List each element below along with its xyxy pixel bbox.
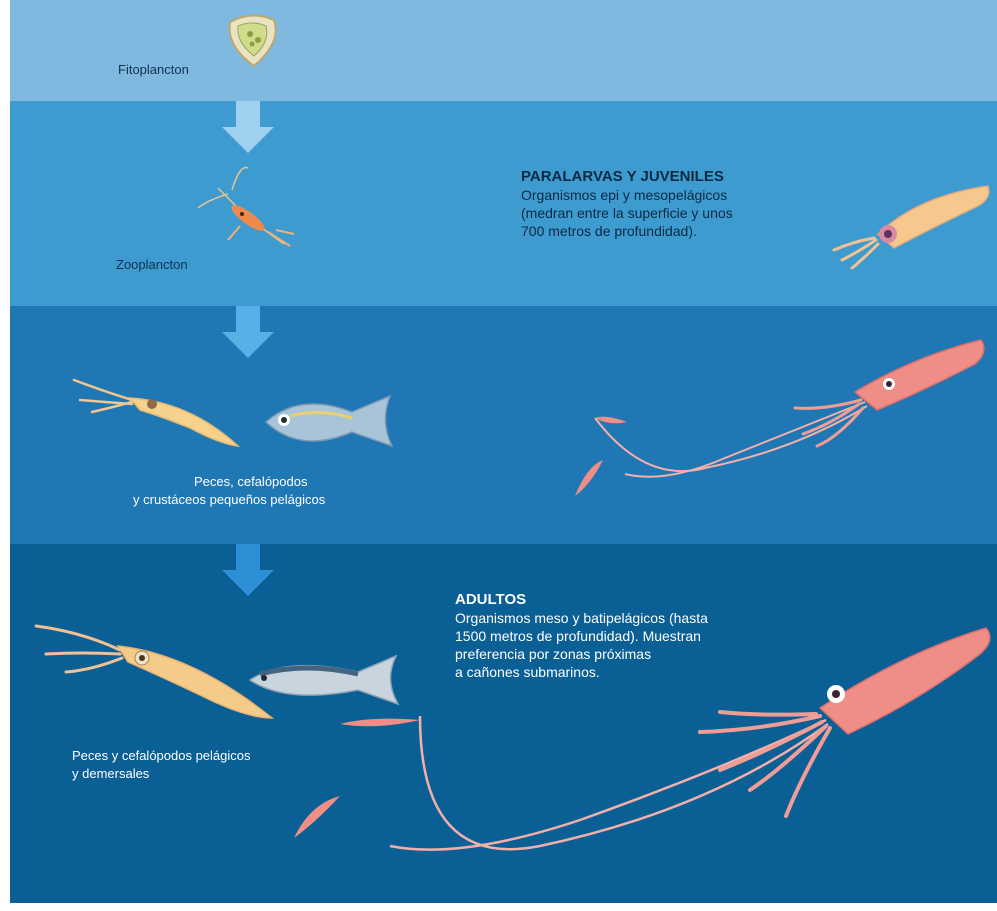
zooplankton-illustration	[188, 160, 308, 260]
arrow-down-icon	[222, 306, 274, 362]
arrow-down-icon	[222, 544, 274, 600]
small-pelagic-label-line-2: y crustáceos pequeños pelágicos	[133, 491, 325, 508]
adultos-title: ADULTOS	[455, 590, 526, 609]
small-squid-illustration	[70, 372, 250, 452]
juvenile-squid-illustration	[828, 182, 996, 272]
food-chain-diagram: Fitoplancton Zooplancton PARALARVAS Y JU…	[10, 0, 997, 911]
paralarvas-line-3: 700 metros de profundidad).	[521, 222, 697, 240]
paralarvas-line-2: (medran entre la superficie y unos	[521, 204, 733, 222]
deep-prey-label-line-1: Peces y cefalópodos pelágicos	[72, 747, 251, 764]
zooplankton-label: Zooplancton	[116, 256, 188, 273]
subadult-squid-illustration	[555, 338, 995, 508]
bottom-margin	[0, 903, 997, 911]
small-fish-illustration	[260, 388, 400, 454]
paralarvas-title: PARALARVAS Y JUVENILES	[521, 167, 724, 186]
phytoplankton-illustration	[224, 12, 282, 70]
small-pelagic-label-line-1: Peces, cefalópodos	[194, 473, 307, 490]
arrow-down-icon	[222, 101, 274, 157]
phytoplankton-label: Fitoplancton	[118, 61, 189, 78]
deep-prey-label-line-2: y demersales	[72, 765, 149, 782]
surface-zone-band	[10, 0, 997, 101]
adult-giant-squid-illustration	[280, 620, 997, 880]
paralarvas-line-1: Organismos epi y mesopelágicos	[521, 186, 727, 204]
deep-squid-prey-illustration	[32, 614, 282, 726]
